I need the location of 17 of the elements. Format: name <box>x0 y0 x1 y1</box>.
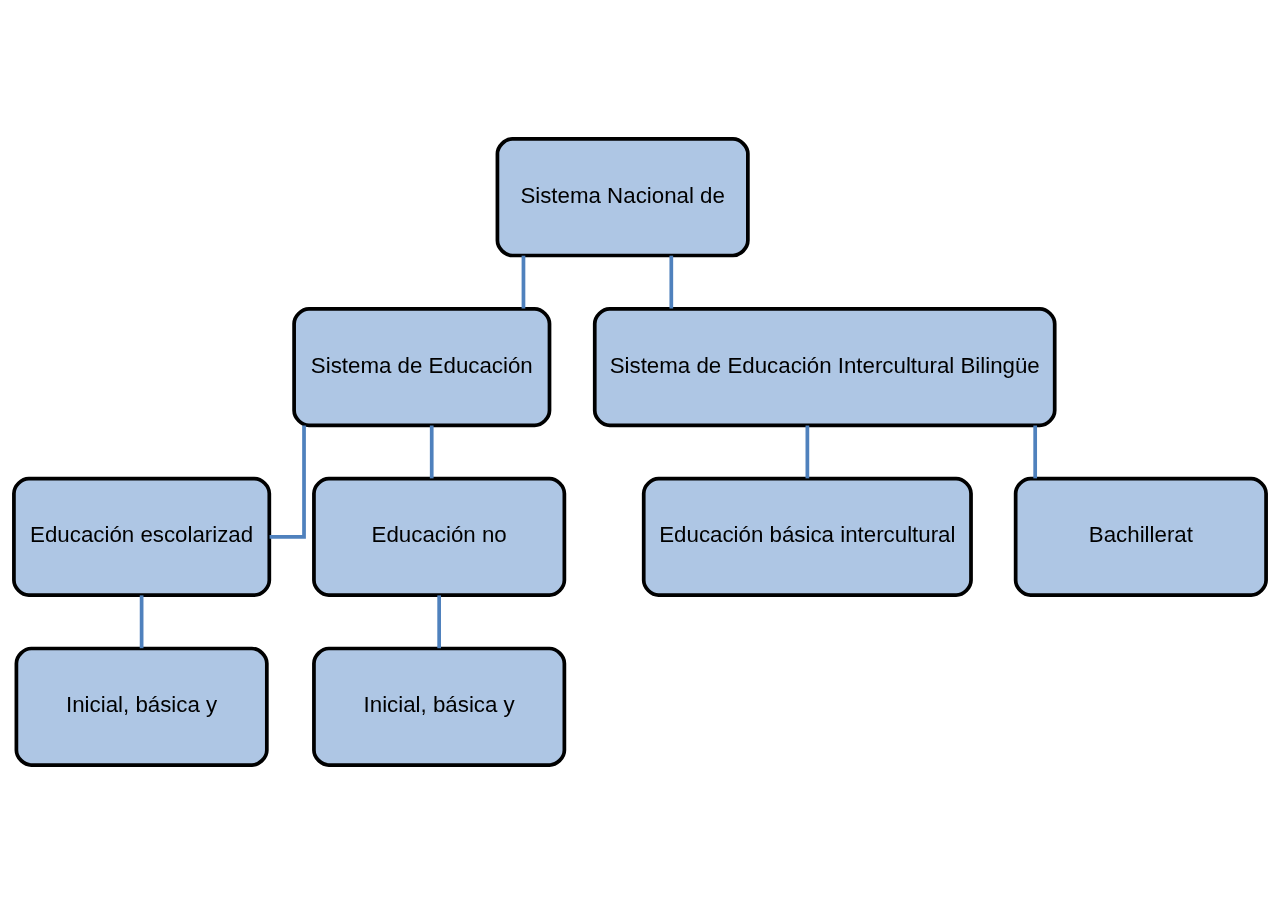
connector <box>521 255 526 308</box>
connector <box>429 425 434 478</box>
connector <box>805 425 810 478</box>
node-box: Educación básica intercultural <box>641 476 973 597</box>
connector <box>669 255 674 308</box>
node-box: Inicial, básica y <box>312 646 567 767</box>
connector <box>1033 425 1038 478</box>
node-box: Inicial, básica y <box>14 646 269 767</box>
node-box: Sistema de Educación Intercultural Bilingüe <box>592 306 1057 427</box>
node-box: Sistema Nacional de <box>495 136 750 257</box>
connector <box>139 594 144 648</box>
node-box: Educación escolarizad <box>12 476 272 597</box>
node-box: Bachillerat <box>1013 476 1268 597</box>
connector <box>437 594 442 648</box>
node-box: Sistema de Educación <box>292 306 552 427</box>
connector <box>269 425 306 539</box>
node-box: Educación no <box>312 476 567 597</box>
